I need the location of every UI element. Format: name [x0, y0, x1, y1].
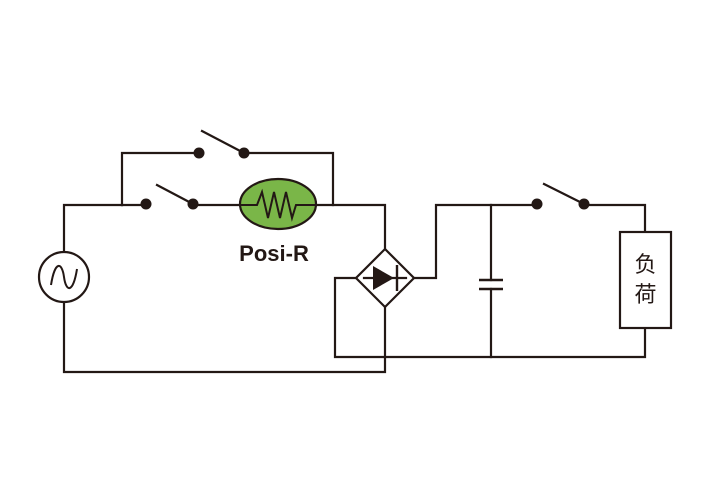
smoothing-capacitor — [479, 278, 503, 291]
bridge-rectifier — [354, 247, 416, 309]
diode-triangle-icon — [373, 266, 394, 290]
series-switch — [140, 183, 199, 210]
resistor-zigzag-icon — [241, 188, 316, 222]
bypass-switch — [193, 129, 250, 159]
ptc-label: Posi-R — [239, 241, 309, 266]
switch-blade — [200, 129, 246, 155]
wire-source-top — [62, 203, 124, 253]
wire-bridge-out-plus — [412, 203, 538, 280]
wire-source-bottom — [62, 301, 387, 374]
load-label-line2: 荷 — [634, 283, 656, 308]
load-label-line1: 负 — [634, 253, 656, 278]
wire-bypass-left — [120, 151, 200, 207]
wire-bridge-out-minus — [333, 276, 647, 359]
wire-to-load — [583, 203, 647, 234]
load: 负 荷 — [618, 230, 673, 330]
wires-left — [62, 151, 387, 374]
switch-blade — [542, 182, 586, 206]
ptc-thermistor: Posi-R — [238, 177, 318, 266]
wire-bypass-right — [243, 151, 335, 207]
load-switch — [531, 182, 590, 210]
wire-ptc-to-bridge — [314, 203, 387, 252]
sine-wave-icon — [50, 265, 78, 289]
switch-contact — [193, 147, 205, 159]
switch-contact — [531, 198, 543, 210]
ac-source — [37, 250, 91, 304]
switch-blade — [155, 183, 195, 206]
wires-right — [333, 203, 647, 359]
load-box — [618, 230, 673, 330]
switch-contact — [140, 198, 152, 210]
